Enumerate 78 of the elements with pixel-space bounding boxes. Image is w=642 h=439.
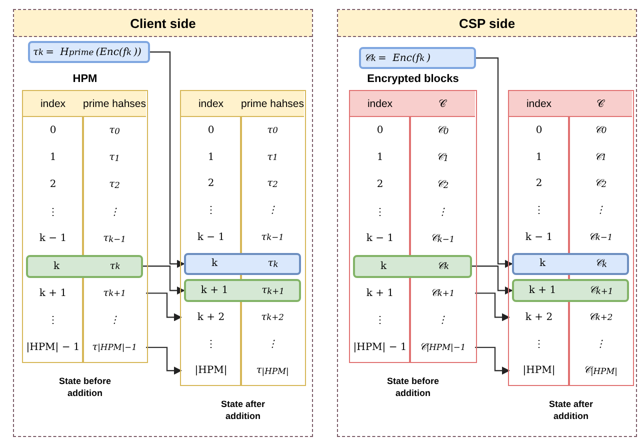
highlighted-row (26, 254, 143, 278)
highlighted-row (184, 252, 301, 276)
index-value: k (379, 260, 388, 274)
index-value: k − 1 (524, 230, 554, 245)
hash-value: ⋮ (108, 206, 120, 220)
index-value: 0 (206, 124, 216, 138)
arrow (475, 346, 510, 375)
index-value: 1 (376, 151, 384, 166)
arrow (475, 292, 510, 322)
index-value: 2 (376, 178, 384, 192)
index-value: 1 (206, 150, 216, 165)
index-value: |HPM| (194, 364, 228, 378)
index-value: k + 1 (528, 284, 558, 298)
state-label: State after addition (548, 398, 594, 422)
column-header: index (197, 96, 225, 112)
index-value: k − 1 (365, 232, 395, 246)
index-value: k + 1 (200, 284, 230, 298)
index-value: ⋮ (374, 206, 386, 220)
table-title: HPM (72, 73, 98, 85)
hash-value: ⋮ (594, 204, 606, 218)
index-value: k − 1 (38, 232, 68, 246)
table-title: Encrypted blocks (366, 73, 460, 85)
column-header: index (39, 96, 67, 112)
hash-value: ⋮ (266, 204, 278, 218)
column-header: 𝒞 (596, 96, 606, 112)
column-header: index (525, 96, 553, 112)
index-value: 0 (376, 124, 384, 138)
index-value: ⋮ (47, 206, 59, 220)
hash-value: ⋮ (594, 338, 606, 352)
hash-value: ⋮ (108, 314, 120, 328)
index-value: k + 2 (524, 310, 554, 325)
column-header: prime hahses (83, 96, 146, 112)
index-value: ⋮ (533, 204, 545, 218)
index-value: |HPM| − 1 (352, 340, 408, 355)
index-value: 0 (48, 124, 58, 138)
index-value: k + 2 (196, 310, 226, 325)
index-value: |HPM| (522, 364, 556, 378)
index-value: ⋮ (205, 204, 217, 218)
arrow (476, 57, 513, 268)
table-header-row (350, 91, 475, 117)
index-value: ⋮ (533, 338, 545, 352)
index-value: k + 1 (365, 286, 395, 301)
arrow (472, 266, 513, 295)
index-value: 2 (206, 177, 216, 192)
index-value: k (52, 260, 61, 274)
index-value: 1 (48, 151, 58, 166)
index-value: ⋮ (205, 338, 217, 352)
column-header: 𝒞 (438, 96, 448, 112)
index-value: 2 (48, 178, 58, 192)
table-header-row (181, 91, 304, 117)
arrow (146, 346, 182, 375)
index-value: ⋮ (374, 314, 386, 328)
highlighted-row (512, 279, 629, 302)
highlighted-row (353, 254, 472, 278)
column-header: prime hahses (241, 96, 304, 112)
arrow (146, 292, 182, 322)
index-value: k + 1 (38, 286, 68, 301)
index-value: 1 (534, 150, 544, 165)
arrow (143, 266, 185, 295)
state-label: State before addition (386, 375, 440, 399)
state-label: State after addition (220, 398, 266, 422)
index-value: 0 (534, 124, 544, 138)
highlighted-row (512, 252, 629, 276)
hash-value: ⋮ (266, 338, 278, 352)
hash-value: ⋮ (436, 206, 448, 220)
index-value: k (210, 257, 219, 272)
arrow (150, 51, 185, 268)
state-label: State before addition (58, 375, 112, 399)
index-value: 2 (534, 177, 544, 192)
hash-value: ⋮ (436, 314, 448, 328)
table-header-row (509, 91, 632, 117)
index-value: ⋮ (47, 314, 59, 328)
index-value: |HPM| − 1 (25, 340, 81, 355)
highlighted-row (184, 279, 301, 302)
index-value: k − 1 (196, 230, 226, 245)
table-header-row (23, 91, 146, 117)
index-value: k (538, 257, 547, 272)
column-header: index (366, 96, 394, 112)
